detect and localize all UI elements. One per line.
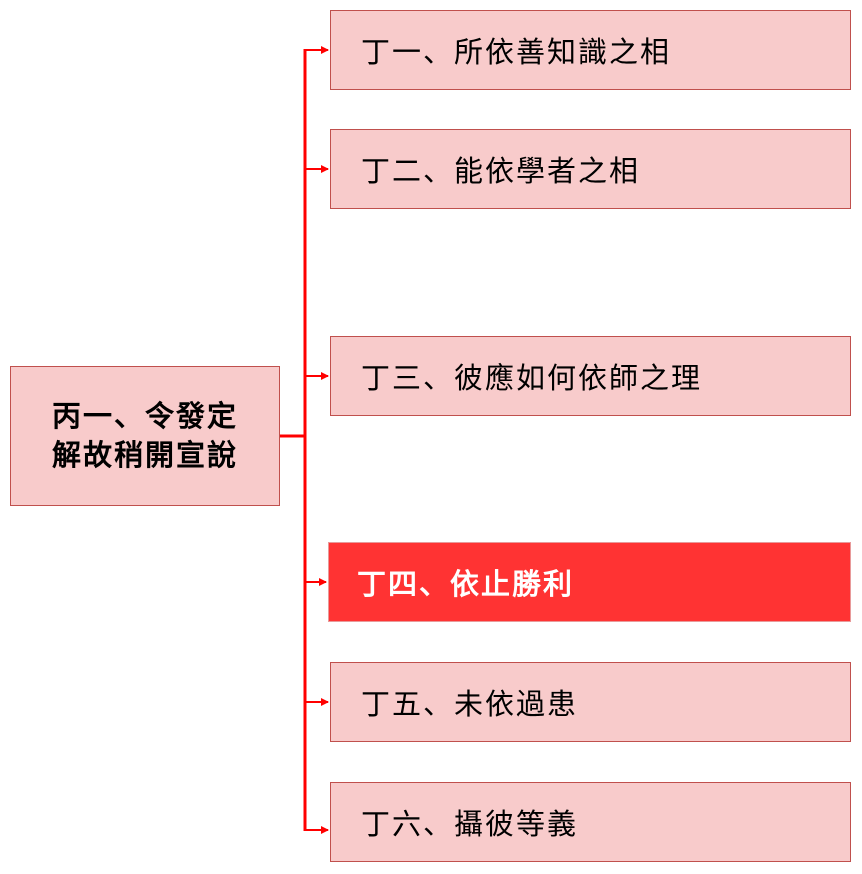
child-node-6: 丁六、攝彼等義: [330, 782, 851, 862]
root-node-line-2: 解故稍開宣說: [51, 438, 238, 472]
child-node-label: 丁四、依止勝利: [357, 567, 575, 601]
child-node-label: 丁五、未依過患: [361, 687, 579, 721]
child-node-1: 丁一、所依善知識之相: [330, 10, 851, 90]
child-node-label: 丁二、能依學者之相: [361, 154, 641, 188]
child-node-4-highlighted: 丁四、依止勝利: [328, 542, 851, 622]
child-node-label: 丁一、所依善知識之相: [361, 35, 672, 69]
child-node-label: 丁六、攝彼等義: [361, 807, 579, 841]
root-node-line-1: 丙一、令發定: [51, 399, 238, 433]
child-node-5: 丁五、未依過患: [330, 662, 851, 742]
child-node-label: 丁三、彼應如何依師之理: [361, 361, 703, 395]
root-node: 丙一、令發定 解故稍開宣說: [10, 366, 280, 506]
child-node-3: 丁三、彼應如何依師之理: [330, 336, 851, 416]
child-node-2: 丁二、能依學者之相: [330, 129, 851, 209]
